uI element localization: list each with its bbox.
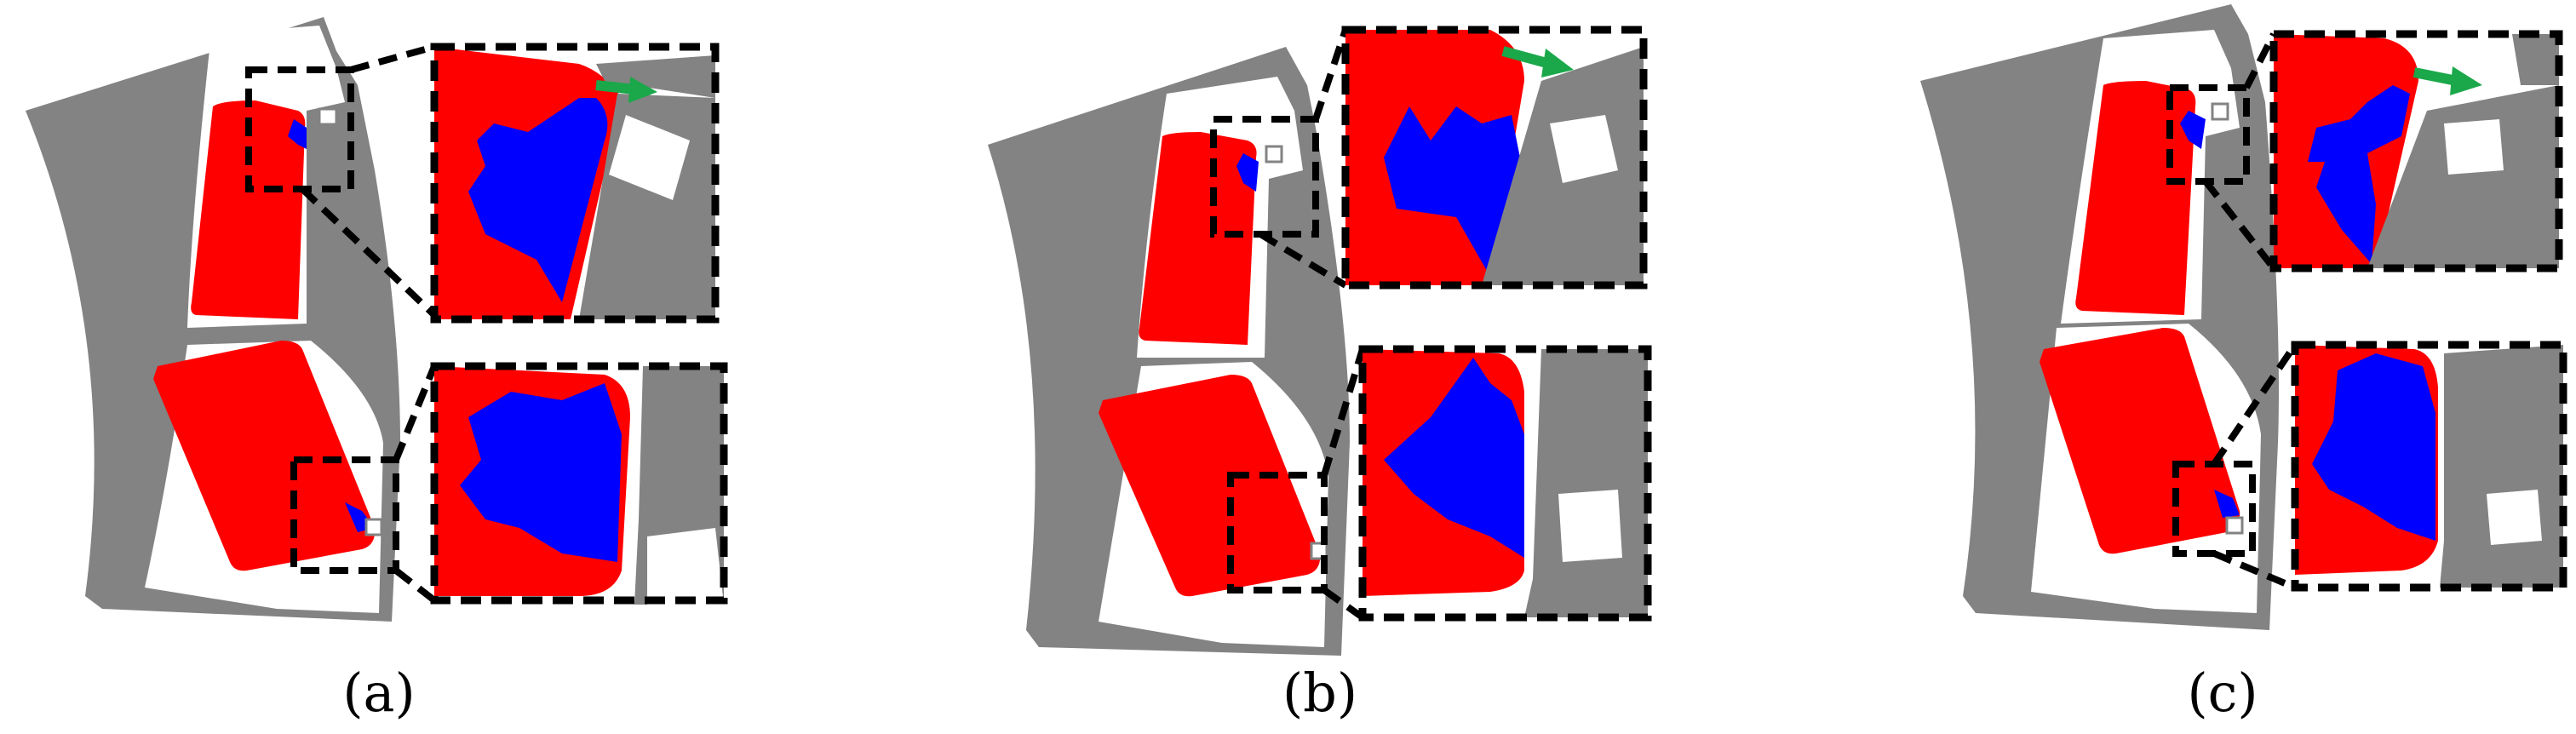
red-region-lower bbox=[2040, 328, 2240, 554]
red-region-lower bbox=[153, 341, 376, 571]
connector-line bbox=[1321, 347, 1366, 477]
vent-square-upper bbox=[1265, 145, 1283, 163]
connector-line bbox=[2243, 32, 2277, 89]
panel-c: (c) bbox=[1920, 4, 2567, 724]
blue-region-upper bbox=[2180, 111, 2206, 149]
panel-label-b: (b) bbox=[1282, 662, 1357, 724]
blue-region-lower bbox=[2214, 490, 2240, 518]
vent-square-lower bbox=[364, 518, 383, 536]
green-arrow-icon bbox=[1501, 46, 1574, 77]
panel-b: (b) bbox=[988, 26, 1652, 724]
red-region-upper bbox=[1139, 132, 1257, 345]
selection-box-upper bbox=[245, 66, 354, 192]
vent-square-lower bbox=[1310, 542, 1328, 560]
connector-line bbox=[393, 364, 438, 462]
blue-region-upper bbox=[1236, 153, 1259, 192]
panel-label-c: (c) bbox=[2187, 662, 2258, 724]
selection-box-lower bbox=[1227, 472, 1328, 594]
zoom-inset-lower bbox=[1358, 345, 1652, 622]
zoom-inset-lower bbox=[430, 362, 728, 605]
green-arrow-icon bbox=[595, 77, 657, 103]
zoom-inset-lower bbox=[2291, 341, 2567, 592]
red-region-upper bbox=[2075, 81, 2196, 315]
panel-a: (a) bbox=[26, 17, 728, 724]
green-arrow-icon bbox=[2412, 66, 2482, 95]
connector-line bbox=[1312, 28, 1349, 121]
connector-line bbox=[1258, 231, 1348, 289]
vent-square-lower bbox=[2225, 516, 2244, 535]
selection-box-lower bbox=[290, 456, 399, 574]
connector-line bbox=[300, 186, 437, 318]
connector-line bbox=[1322, 587, 1365, 621]
zoom-inset-upper bbox=[430, 43, 720, 324]
panel-label-a: (a) bbox=[342, 662, 415, 724]
red-region-lower bbox=[1099, 375, 1321, 597]
vent-square-upper bbox=[318, 107, 338, 126]
connector-line bbox=[393, 567, 437, 604]
connector-line bbox=[2211, 342, 2298, 467]
zoom-inset-upper bbox=[1341, 26, 1648, 290]
vent-square-upper bbox=[2211, 102, 2229, 121]
zoom-inset-upper bbox=[2269, 30, 2563, 272]
connector-line bbox=[2212, 550, 2297, 591]
red-region-upper bbox=[191, 100, 306, 319]
connector-line bbox=[2202, 179, 2277, 271]
blue-region-upper bbox=[288, 119, 307, 149]
connector-line bbox=[349, 43, 436, 73]
